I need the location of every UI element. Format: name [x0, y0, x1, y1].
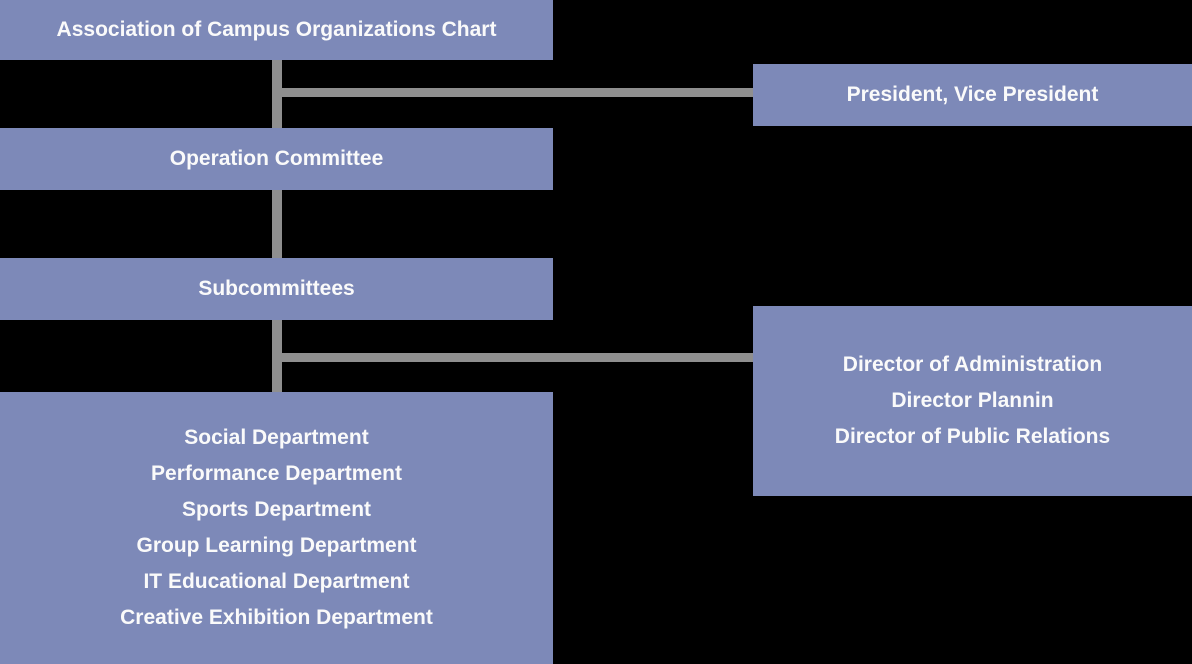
node-label: Operation Committee	[169, 147, 384, 170]
connector-operation-to-subcommittees	[272, 188, 282, 261]
node-label: Director of Public Relations	[834, 425, 1111, 448]
node-subcommittees: Subcommittees	[0, 258, 553, 320]
node-label: Group Learning Department	[136, 534, 417, 557]
node-label: Director Plannin	[891, 389, 1054, 412]
node-label: President, Vice President	[846, 83, 1099, 106]
node-label: Performance Department	[151, 462, 402, 485]
node-label: Association of Campus Organizations Char…	[56, 18, 497, 41]
node-association-title: Association of Campus Organizations Char…	[0, 0, 553, 60]
node-label: Sports Department	[181, 498, 372, 521]
node-label: Social Department	[184, 426, 369, 449]
node-label: IT Educational Department	[143, 570, 410, 593]
node-president-vice-president: President, Vice President	[753, 64, 1192, 126]
node-directors: Director of Administration Director Plan…	[753, 306, 1192, 496]
node-label: Subcommittees	[198, 277, 355, 300]
node-departments: Social Department Performance Department…	[0, 392, 553, 664]
connector-branch-to-president	[272, 88, 753, 97]
node-operation-committee: Operation Committee	[0, 128, 553, 190]
node-label: Creative Exhibition Department	[120, 606, 433, 629]
connector-branch-to-directors	[272, 353, 753, 362]
node-label: Director of Administration	[842, 353, 1103, 376]
